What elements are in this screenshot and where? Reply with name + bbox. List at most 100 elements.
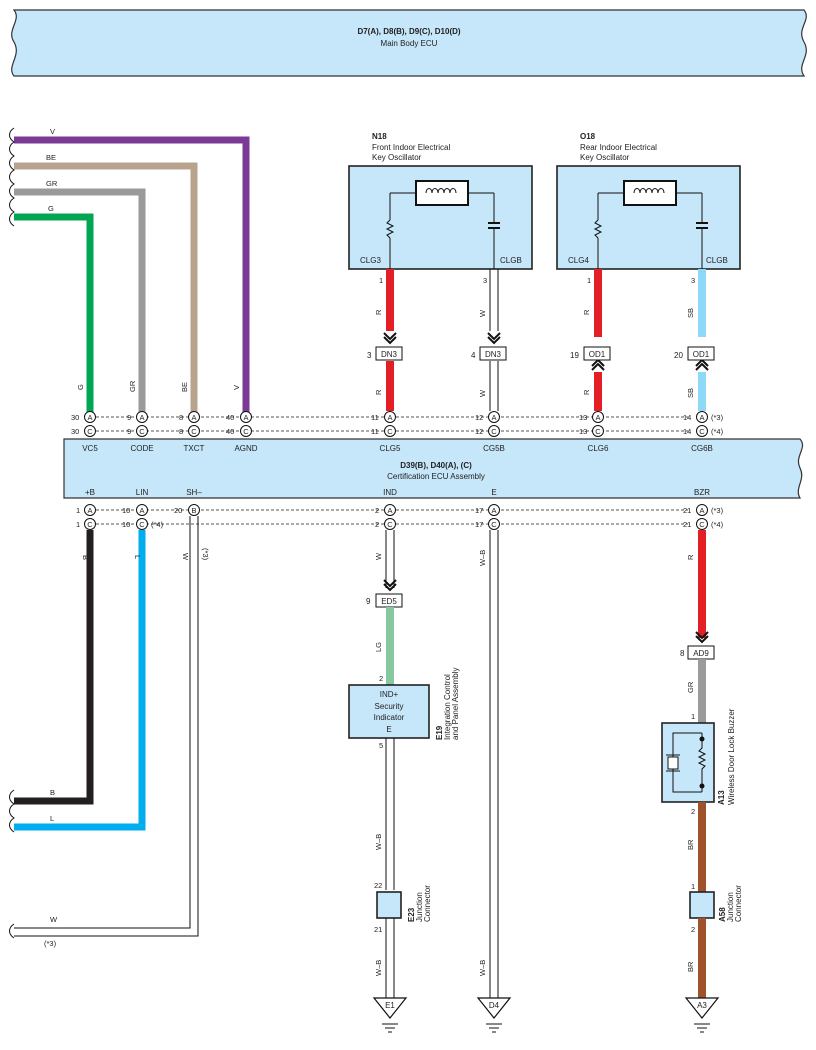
ground-a3: A3 — [684, 997, 720, 1033]
pin-no-e-c: 17 — [475, 520, 483, 529]
n18-right-wire-code-2: W — [478, 389, 487, 397]
n18-left-wire-code-2: R — [374, 389, 383, 395]
gr-wire-code: GR — [686, 681, 695, 693]
a58-pin-bottom: 2 — [691, 925, 695, 934]
pin-label-cg6b: CG6B — [691, 444, 713, 453]
pin-note-lin-c: (*4) — [151, 520, 164, 529]
pin-no-cg6b-c: 14 — [683, 427, 691, 436]
e23-name1: Junction — [415, 892, 424, 922]
e-ground-circuit: W–B W–B — [478, 530, 499, 998]
conn-ed5-code: ED5 — [381, 597, 397, 606]
o18-pin-right: CLGB — [706, 256, 728, 265]
ground-a3-label: A3 — [697, 1001, 707, 1010]
e19-pin-bottom: 5 — [379, 741, 383, 750]
pin-letter-a: A — [139, 506, 144, 515]
pin-label-cg5b: CG5B — [483, 444, 505, 453]
pin-letter-c: C — [243, 427, 249, 436]
wb1-wire-code: W–B — [374, 834, 383, 850]
cert-ecu-bottom-pins: 1 A 1 C 10 A 10 C (*4) 20 B 2 A 2 C 17 A… — [76, 504, 724, 530]
wire-be — [14, 162, 198, 412]
e19-name1: Integration Control — [443, 674, 452, 740]
pin-no-sh-b: 20 — [174, 506, 182, 515]
n18-name2: Key Oscillator — [372, 153, 422, 162]
pin-letter-a: A — [387, 506, 392, 515]
pin-letter-a: A — [387, 413, 392, 422]
n18-name1: Front Indoor Electrical — [372, 143, 450, 152]
pin-no-txct-a: 8 — [179, 413, 183, 422]
pin-label-sh-minus: SH– — [186, 488, 202, 497]
pin-no-lin-c: 10 — [122, 520, 130, 529]
conn-od1-b-pin: 20 — [674, 351, 683, 360]
vertical-code-gr: GR — [128, 380, 137, 392]
top-pin-markers: 30 A 30 C 9 A 9 C 8 A 8 C 40 A 40 C 11 A… — [71, 411, 724, 437]
pin-no-agnd-a: 40 — [226, 413, 234, 422]
pin-no-code-c: 9 — [127, 427, 131, 436]
wire-g — [14, 213, 94, 412]
ind-wire-code: W — [374, 552, 383, 560]
pin-letter-c: C — [139, 427, 145, 436]
pin-label-clg5: CLG5 — [380, 444, 401, 453]
pin-letter-c: C — [491, 520, 497, 529]
pin-letter-c: C — [387, 520, 393, 529]
bottom-left-wires: B L W (*3) B L W (*3) — [9, 516, 210, 948]
wire-code-be: BE — [46, 153, 56, 162]
o18-left-wire-code: R — [582, 309, 591, 315]
n18-code: N18 — [372, 132, 387, 141]
pin-no-ind-c: 2 — [375, 520, 379, 529]
pin-letter-c: C — [87, 520, 93, 529]
cert-ecu-name: Certification ECU Assembly — [387, 472, 485, 481]
conn-dn3-b-code: DN3 — [485, 350, 502, 359]
br1-wire-code: BR — [686, 839, 695, 850]
bzr-circuit: R 8 AD9 GR 1 A13 Wireless Door Lock Buzz… — [661, 530, 743, 998]
n18-pin-left-no: 1 — [379, 276, 383, 285]
left-wire-l: L — [50, 814, 54, 823]
pin-no-clg6-c: 13 — [579, 427, 587, 436]
pin-no-lin-a: 10 — [122, 506, 130, 515]
pin-letter-c: C — [87, 427, 93, 436]
e19-line3: Indicator — [374, 713, 405, 722]
pin-letter-a: A — [595, 413, 600, 422]
o18-pin-left-no: 1 — [587, 276, 591, 285]
pin-letter-a: A — [699, 413, 704, 422]
pin-letter-c: C — [699, 520, 705, 529]
pin-letter-a: A — [243, 413, 248, 422]
a13-name: Wireless Door Lock Buzzer — [727, 708, 736, 805]
a13-pin-bottom: 2 — [691, 807, 695, 816]
pin-label-agnd: AGND — [234, 444, 257, 453]
wire-gr — [14, 188, 146, 412]
pin-letter-a: A — [87, 413, 92, 422]
cert-ecu-code: D39(B), D40(A), (C) — [400, 461, 472, 470]
a13-code: A13 — [717, 790, 726, 805]
pin-no-e-a: 17 — [475, 506, 483, 515]
pin-no-vc5-a: 30 — [71, 413, 79, 422]
n18-pin-left: CLG3 — [360, 256, 381, 265]
main-ecu-code: D7(A), D8(B), D9(C), D10(D) — [357, 27, 460, 36]
pin-no-cg5b-c: 12 — [475, 427, 483, 436]
pin-no-cg5b-a: 12 — [475, 413, 483, 422]
pin-letter-b: B — [191, 506, 196, 515]
a13-pin-top: 1 — [691, 712, 695, 721]
n18-oscillator: N18 Front Indoor Electrical Key Oscillat… — [348, 132, 533, 270]
pin-letter-a: A — [699, 506, 704, 515]
pin-no-clg6-a: 13 — [579, 413, 587, 422]
pin-label-b-plus: +B — [85, 488, 95, 497]
main-body-ecu: D7(A), D8(B), D9(C), D10(D) Main Body EC… — [11, 9, 807, 77]
o18-right-wire-code-2: SB — [686, 388, 695, 398]
pin-label-lin: LIN — [136, 488, 149, 497]
pin-label-clg6: CLG6 — [588, 444, 609, 453]
vertical-code-b: B — [81, 555, 90, 560]
vertical-code-w-note: (*3) — [201, 548, 210, 561]
o18-oscillator: O18 Rear Indoor Electrical Key Oscillato… — [556, 132, 741, 270]
pin-letter-c: C — [595, 427, 601, 436]
e19-line2: Security — [375, 702, 404, 711]
n18-right-wire-code: W — [478, 309, 487, 317]
inline-connectors-top: 3 DN3 4 DN3 19 OD1 20 OD1 — [367, 346, 715, 361]
pin-no-bplus-a: 1 — [76, 506, 80, 515]
o18-right-wire-code: SB — [686, 308, 695, 318]
wire-code-g: G — [48, 204, 54, 213]
conn-od1-a-pin: 19 — [570, 351, 579, 360]
conn-dn3-a-pin: 3 — [367, 351, 372, 360]
pin-note-bzr-c: (*4) — [711, 520, 724, 529]
br2-wire-code: BR — [686, 961, 695, 972]
